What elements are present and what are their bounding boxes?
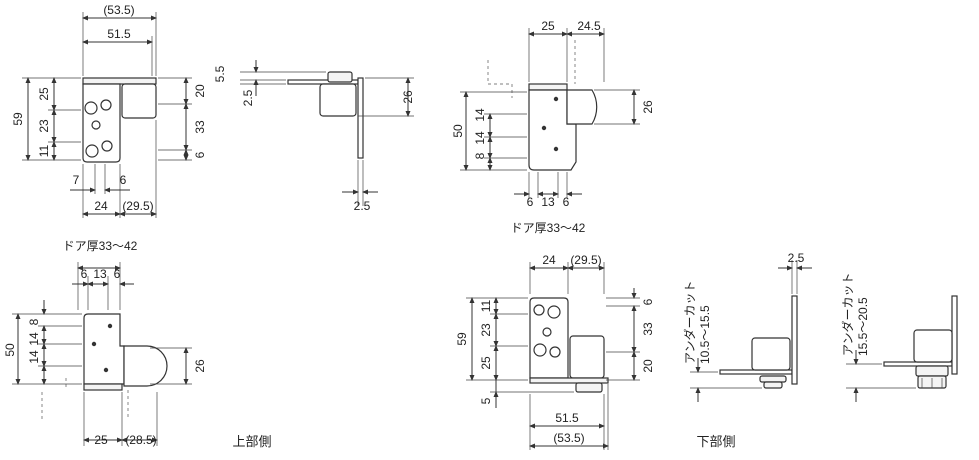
dim-label: 26 [193,359,207,373]
pivot-block [121,83,157,119]
dim-label: 33 [641,322,655,336]
dim-label: 24.5 [577,19,601,33]
dim-label: 2.5 [241,89,255,106]
bottom-left-front-view: ドア厚33～42 6 13 6 8 14 14 50 26 25 (28.5) … [3,239,272,449]
dim-label: 13 [541,195,555,209]
screw-hole [91,120,101,130]
pivot-block [751,337,791,371]
dim-label: 25 [94,433,108,447]
dim-label: 6 [120,173,127,187]
dim-label: 5.5 [213,65,227,82]
dim-label: (28.5) [125,433,156,447]
top-plate [82,77,157,85]
dim-label: 51.5 [555,411,579,425]
dim-label: 6 [563,195,570,209]
dim-label: 8 [27,318,41,325]
door-thickness-label: ドア厚33～42 [511,221,586,235]
screw-hole [533,343,547,357]
pivot-arc [566,89,598,125]
screw-hole [101,140,113,152]
top-side-view: 5.5 2.5 26 2.5 [213,60,415,213]
dim-label: 25 [541,19,555,33]
dim-label: 26 [401,90,415,104]
screw-hole [542,327,552,337]
upper-side-caption: 上部側 [232,434,271,449]
dim-label: 13 [93,267,107,281]
dim-label: (53.5) [103,3,134,17]
screw-hole [533,304,545,316]
dim-label: (53.5) [553,431,584,445]
dim-label: 50 [3,343,17,357]
leaf-plate [83,313,125,385]
dim-label: 6 [114,267,121,281]
undercut-label: アンダーカット [682,280,697,364]
pivot-arc [123,345,168,387]
screw-hole [549,346,561,358]
dim-label: 25 [479,356,493,370]
bottom-plate [83,383,123,391]
pivot-foot [763,381,783,389]
dim-label: 6 [193,151,207,158]
dim-label: 26 [641,100,655,114]
pivot-foot [915,365,949,377]
dim-label: (29.5) [570,253,601,267]
dim-label: 14 [473,108,487,122]
top-left-front-view: (53.5) 51.5 59 25 23 11 20 33 6 7 6 24 (… [11,3,207,218]
dim-label: 23 [37,119,51,133]
screw-hole [100,99,112,111]
dim-label: 24 [542,253,556,267]
bottom-plate [529,377,609,384]
door-thickness-label: ドア厚33～42 [63,239,138,253]
dim-label: (29.5) [122,199,153,213]
undercut-views: 2.5 アンダーカット 10.5～15.5 アンダーカット 15.5～20.5 [682,251,958,402]
dim-label: 11 [479,299,493,312]
dim-label: 25 [37,87,51,101]
undercut-label: アンダーカット [840,272,855,356]
dim-label: 2.5 [354,199,371,213]
dim-label: 14 [27,332,41,346]
screw-hole [85,144,99,158]
undercut-range: 10.5～15.5 [698,305,712,364]
pivot-block [569,335,605,379]
dim-label: 14 [473,131,487,145]
bottom-center-front-view: 24 (29.5) 11 23 59 25 5 6 33 20 51.5 (53… [455,253,736,450]
dim-label: 7 [73,173,80,187]
dim-label: 24 [94,199,108,213]
dim-label: 8 [473,152,487,159]
undercut-range: 15.5～20.5 [856,297,870,356]
dim-label: 6 [81,267,88,281]
leaf-plate-edge [951,295,958,375]
leaf-plate-edge [357,77,364,159]
dim-label: 14 [27,350,41,364]
dim-label: 20 [641,359,655,373]
dim-label: 5 [479,397,493,404]
dim-label: 6 [527,195,534,209]
screw-hole [547,305,561,319]
top-plate [528,83,568,91]
pivot-foot [575,382,603,393]
lower-side-caption: 下部側 [696,434,735,449]
dim-label: 50 [451,124,465,138]
dim-label: 20 [193,84,207,98]
pivot-foot [759,375,787,383]
dim-label: 6 [641,298,655,305]
screw-hole [84,101,98,115]
pivot-block [319,83,357,117]
dim-label: 51.5 [107,27,131,41]
top-right-front-view: 25 24.5 26 50 14 14 8 6 13 6 ドア厚33～42 [451,19,655,235]
dim-label: 59 [11,112,25,126]
dim-label: 59 [455,332,469,346]
pivot-cap [327,71,353,83]
pivot-block [913,329,953,363]
dim-label: 11 [37,144,51,157]
dim-label: 2.5 [788,251,805,265]
leaf-plate-edge [791,295,798,385]
dim-label: 33 [193,120,207,134]
dim-label: 23 [479,323,493,337]
